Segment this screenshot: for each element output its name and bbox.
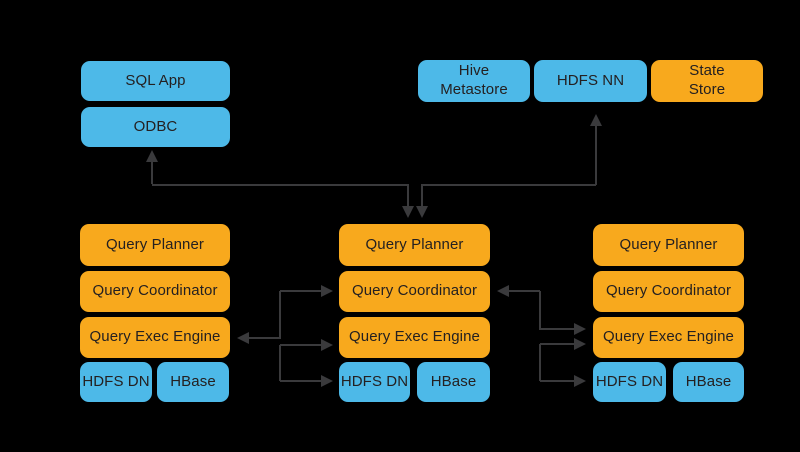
left-hdfs-dn-node: HDFS DN	[80, 362, 152, 402]
right-query-exec-engine-node: Query Exec Engine	[593, 317, 744, 358]
sql-app-node: SQL App	[81, 61, 230, 101]
left-hbase-node: HBase	[157, 362, 229, 402]
right-query-planner-node: Query Planner	[593, 224, 744, 266]
mid-hdfs-dn-node: HDFS DN	[339, 362, 410, 402]
left-query-exec-engine-node: Query Exec Engine	[80, 317, 230, 358]
arrow-to-left-exec-engine	[237, 291, 281, 344]
arrow-odbc-to-planner	[152, 184, 414, 218]
state-store-node: State Store	[651, 60, 763, 102]
mid-query-coordinator-node: Query Coordinator	[339, 271, 490, 312]
right-query-coordinator-node: Query Coordinator	[593, 271, 744, 312]
hdfs-nn-node: HDFS NN	[534, 60, 647, 102]
right-hdfs-dn-node: HDFS DN	[593, 362, 666, 402]
mid-query-planner-node: Query Planner	[339, 224, 490, 266]
mid-query-exec-engine-node: Query Exec Engine	[339, 317, 490, 358]
left-query-coordinator-node: Query Coordinator	[80, 271, 230, 312]
arrow-to-right-exec-engine-upper	[539, 291, 586, 335]
hive-metastore-node: Hive Metastore	[418, 60, 530, 102]
arrow-nn-line-to-planner	[416, 184, 596, 218]
odbc-node: ODBC	[81, 107, 230, 147]
left-query-planner-node: Query Planner	[80, 224, 230, 266]
mid-hbase-node: HBase	[417, 362, 490, 402]
right-hbase-node: HBase	[673, 362, 744, 402]
